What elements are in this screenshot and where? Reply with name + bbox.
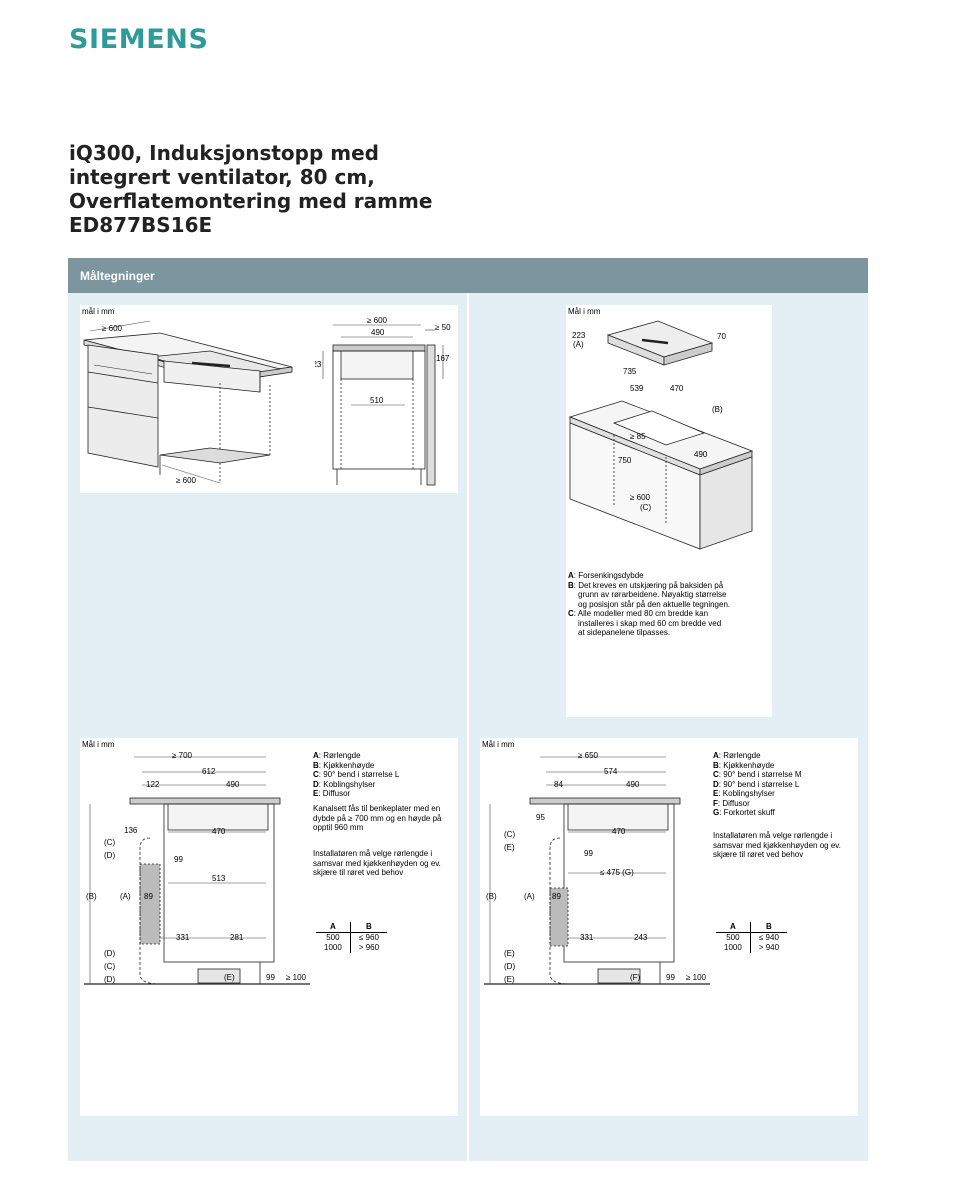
dim-700: ≥ 700 bbox=[172, 751, 193, 760]
dim-243: 243 bbox=[634, 933, 648, 942]
label-A: (A) bbox=[524, 892, 535, 901]
dim-331: 331 bbox=[580, 933, 594, 942]
dim-600: ≥ 600 bbox=[630, 493, 651, 502]
label-B: (B) bbox=[712, 405, 723, 414]
label-E: (E) bbox=[224, 973, 235, 982]
dim-331: 331 bbox=[176, 933, 190, 942]
dim-84: 84 bbox=[554, 780, 563, 789]
dim-510: 510 bbox=[370, 396, 384, 405]
label-D-mid: (D) bbox=[104, 949, 115, 958]
dim-223: 223 bbox=[572, 331, 586, 340]
title-line-2: integrert ventilator, 80 cm, bbox=[69, 165, 375, 189]
dim-99-bottom: 99 bbox=[666, 973, 675, 982]
dim-281: 281 bbox=[230, 933, 244, 942]
dim-470: 470 bbox=[612, 827, 626, 836]
dim-539: 539 bbox=[630, 384, 644, 393]
dim-50: ≥ 50 bbox=[435, 323, 451, 332]
label-D: (D) bbox=[504, 962, 515, 971]
label-E-bottom: (E) bbox=[504, 975, 515, 984]
dim-89: 89 bbox=[552, 892, 561, 901]
dim-650: ≥ 650 bbox=[578, 751, 599, 760]
panel3-note-kanalsett: Kanalsett fås til benkeplater med en dyb… bbox=[313, 804, 442, 832]
dim-100: ≥ 100 bbox=[686, 973, 707, 982]
dim-99-bottom: 99 bbox=[266, 973, 275, 982]
dim-600-bottom: ≥ 600 bbox=[176, 476, 197, 485]
drawing-panel-4: Mål i mm ≥ 650 574 84 490 95 470 99 ≤ 47… bbox=[480, 738, 858, 1116]
dim-70: 70 bbox=[717, 332, 726, 341]
dim-100: ≥ 100 bbox=[286, 973, 307, 982]
product-title: iQ300, Induksjonstopp med integrert vent… bbox=[69, 141, 529, 237]
dim-750: 750 bbox=[618, 456, 632, 465]
dim-600: ≥ 600 bbox=[367, 316, 388, 325]
dim-600-top: ≥ 600 bbox=[102, 324, 123, 333]
label-F: (F) bbox=[630, 973, 641, 982]
unit-label: Mål i mm bbox=[82, 740, 115, 749]
label-A: (A) bbox=[120, 892, 131, 901]
unit-label: Mål i mm bbox=[568, 307, 601, 316]
label-A: (A) bbox=[573, 340, 584, 349]
unit-label: mål i mm bbox=[82, 307, 115, 316]
cabinet-perspective-drawing: mål i mm ≥ 600 ≥ 600 bbox=[82, 307, 293, 485]
label-B: (B) bbox=[86, 892, 97, 901]
drawing-panel-1: mål i mm ≥ 600 ≥ 600 ≥ 600 490 ≥ 50 223 … bbox=[80, 305, 458, 493]
dim-490: 490 bbox=[371, 328, 385, 337]
dim-470: 470 bbox=[212, 827, 226, 836]
dim-95: 95 bbox=[536, 813, 545, 822]
cabinet-section-drawing: ≥ 600 490 ≥ 50 223 167 510 bbox=[315, 316, 451, 486]
drawing-panel-3: Mål i mm ≥ 700 612 122 490 136 470 99 51… bbox=[80, 738, 458, 1116]
drawing-panel-2: Mål i mm 223 (A) 70 735 539 470 (B) ≥ 85… bbox=[566, 305, 772, 717]
dim-574: 574 bbox=[604, 767, 618, 776]
dim-99-top: 99 bbox=[174, 855, 183, 864]
siemens-logo: SIEMENS bbox=[69, 24, 209, 55]
dim-470: 470 bbox=[670, 384, 684, 393]
dim-513: 513 bbox=[212, 874, 226, 883]
label-B: (B) bbox=[486, 892, 497, 901]
unit-label: Mål i mm bbox=[482, 740, 515, 749]
label-D-top: (D) bbox=[104, 851, 115, 860]
section-header: Måltegninger bbox=[68, 258, 868, 293]
panel3-legend: A: Rørlengde B: Kjøkkenhøyde C: 90° bend… bbox=[313, 751, 400, 798]
title-line-4: ED877BS16E bbox=[69, 213, 213, 237]
dim-85: ≥ 85 bbox=[630, 432, 646, 441]
ducting-drawing-right: Mål i mm ≥ 650 574 84 490 95 470 99 ≤ 47… bbox=[482, 740, 710, 985]
dim-99-top: 99 bbox=[584, 849, 593, 858]
label-E-mid: (E) bbox=[504, 949, 515, 958]
dim-136: 136 bbox=[124, 826, 138, 835]
panel4-legend: A: Rørlengde B: Kjøkkenhøyde C: 90° bend… bbox=[713, 751, 802, 817]
dim-490-cut: 490 bbox=[694, 450, 708, 459]
label-E-top: (E) bbox=[504, 843, 515, 852]
label-C: (C) bbox=[504, 830, 515, 839]
dim-223: 223 bbox=[315, 360, 322, 369]
dim-612: 612 bbox=[202, 767, 216, 776]
dim-89: 89 bbox=[144, 892, 153, 901]
panel2-notes: A: Forsenkingsdybde B: Det kreves en uts… bbox=[568, 571, 731, 637]
label-C-bottom: (C) bbox=[104, 962, 115, 971]
dim-122: 122 bbox=[146, 780, 160, 789]
label-D-bottom: (D) bbox=[104, 975, 115, 984]
dim-735: 735 bbox=[623, 367, 637, 376]
panel3-note-installer: Installatøren må velge rørlengde i samsv… bbox=[313, 849, 441, 877]
label-C-top: (C) bbox=[104, 838, 115, 847]
label-C: (C) bbox=[640, 503, 651, 512]
hob-installation-drawing: Mål i mm 223 (A) 70 735 539 470 (B) ≥ 85… bbox=[568, 307, 754, 550]
ducting-drawing-left: Mål i mm ≥ 700 612 122 490 136 470 99 51… bbox=[82, 740, 310, 985]
dim-167: 167 bbox=[436, 354, 450, 363]
dim-490: 490 bbox=[626, 780, 640, 789]
panel4-note-installer: Installatøren må velge rørlengde i samsv… bbox=[713, 831, 841, 859]
title-line-3: Overflatemontering med ramme bbox=[69, 189, 433, 213]
dim-475: ≤ 475 (G) bbox=[600, 868, 634, 877]
dim-490: 490 bbox=[226, 780, 240, 789]
column-divider bbox=[467, 293, 469, 1161]
title-line-1: iQ300, Induksjonstopp med bbox=[69, 141, 379, 165]
